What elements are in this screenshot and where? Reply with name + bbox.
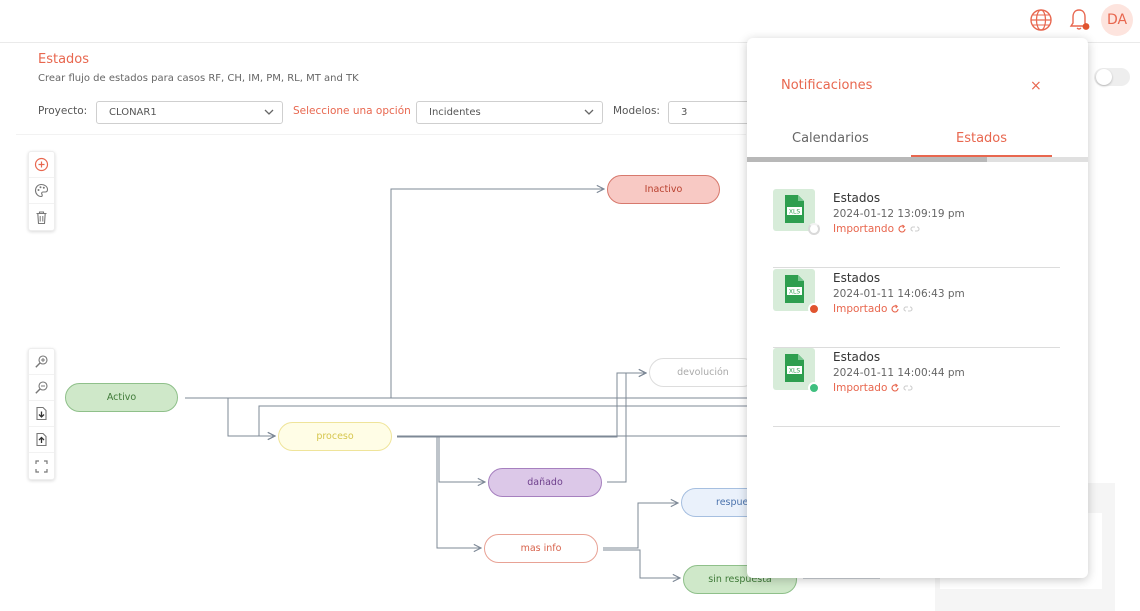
tab-estados[interactable]: Estados — [956, 131, 1008, 146]
zoom-out-button[interactable] — [29, 375, 54, 401]
notification-date: 2024-01-11 14:00:44 pm — [833, 367, 965, 379]
edge-proceso-danado — [397, 436, 485, 482]
state-node-proceso[interactable]: proceso — [278, 422, 392, 451]
chevron-down-icon — [584, 109, 594, 115]
tabs-scrollbar[interactable] — [747, 157, 1088, 162]
notification-date: 2024-01-12 13:09:19 pm — [833, 208, 965, 220]
zoom-out-icon — [35, 381, 48, 394]
add-circle-icon — [34, 157, 49, 172]
refresh-icon[interactable] — [897, 224, 907, 234]
svg-text:XLS: XLS — [789, 288, 800, 295]
xls-file-icon: XLS — [773, 189, 815, 231]
refresh-icon[interactable] — [890, 304, 900, 314]
svg-text:XLS: XLS — [789, 367, 800, 374]
modelos-input[interactable]: 3 — [668, 101, 753, 124]
active-tab-indicator — [911, 155, 1052, 157]
opcion-value: Incidentes — [429, 107, 481, 118]
svg-text:XLS: XLS — [789, 208, 800, 215]
modelos-value: 3 — [681, 107, 688, 118]
notification-date: 2024-01-11 14:06:43 pm — [833, 288, 965, 300]
notification-name: Estados — [833, 271, 881, 285]
notification-item[interactable]: XLS Estados 2024-01-11 14:06:43 pm Impor… — [773, 269, 1060, 348]
top-bar: DA — [0, 0, 1140, 43]
zoom-in-icon — [35, 355, 48, 368]
notification-name: Estados — [833, 350, 881, 364]
loading-spinner — [808, 223, 820, 235]
view-toggle[interactable] — [1094, 68, 1130, 86]
edge-proceso-devolucion — [397, 373, 646, 438]
opcion-label: Seleccione una opción — [293, 105, 411, 117]
notification-item[interactable]: XLS Estados 2024-01-12 13:09:19 pm Impor… — [773, 189, 1060, 268]
fullscreen-icon — [35, 459, 48, 473]
download-icon — [36, 406, 47, 421]
state-node-inactivo[interactable]: Inactivo — [607, 175, 720, 204]
notification-status: Importado — [833, 303, 913, 315]
success-status-dot — [808, 382, 820, 394]
download-button[interactable] — [29, 401, 54, 427]
edit-toolbox — [28, 151, 55, 231]
page-title: Estados — [38, 52, 90, 67]
palette-button[interactable] — [29, 178, 54, 204]
xls-file-icon: XLS — [773, 348, 815, 390]
upload-icon — [36, 432, 47, 447]
proyecto-label: Proyecto: — [38, 105, 88, 117]
scrollbar-thumb[interactable] — [747, 157, 987, 162]
error-status-dot — [808, 303, 820, 315]
state-node-mas-info[interactable]: mas info — [484, 534, 598, 563]
bell-icon[interactable] — [1066, 7, 1092, 33]
avatar[interactable]: DA — [1101, 4, 1133, 36]
upload-button[interactable] — [29, 427, 54, 453]
edge-masinfo-sinrespuesta — [603, 549, 680, 578]
edge-activo-inactivo — [185, 189, 604, 399]
zoom-in-button[interactable] — [29, 349, 54, 375]
opcion-select[interactable]: Incidentes — [416, 101, 603, 124]
edge-danado-devolucion — [607, 373, 646, 483]
chevron-down-icon — [264, 109, 274, 115]
edge-masinfo-respuesta — [603, 503, 678, 549]
refresh-icon[interactable] — [890, 383, 900, 393]
tab-calendarios[interactable]: Calendarios — [792, 131, 869, 146]
status-text: Importado — [833, 303, 888, 315]
link-icon[interactable] — [910, 224, 920, 234]
state-node-activo[interactable]: Activo — [65, 383, 178, 412]
globe-icon[interactable] — [1028, 7, 1054, 33]
link-icon[interactable] — [903, 304, 913, 314]
notification-item[interactable]: XLS Estados 2024-01-11 14:00:44 pm Impor… — [773, 348, 1060, 427]
state-node-devolucion[interactable]: devolución — [649, 358, 757, 387]
proyecto-value: CLONAR1 — [109, 107, 157, 118]
status-text: Importando — [833, 223, 895, 235]
view-toolbox — [28, 348, 55, 480]
close-icon[interactable]: × — [1030, 78, 1042, 94]
modelos-label: Modelos: — [613, 105, 660, 117]
proyecto-select[interactable]: CLONAR1 — [96, 101, 283, 124]
page-subtitle: Crear flujo de estados para casos RF, CH… — [38, 73, 359, 84]
state-node-danado[interactable]: dañado — [488, 468, 602, 497]
add-state-button[interactable] — [29, 152, 54, 178]
notification-status: Importado — [833, 382, 913, 394]
notifications-title: Notificaciones — [781, 78, 873, 93]
header-divider — [16, 134, 746, 135]
notification-name: Estados — [833, 191, 881, 205]
fullscreen-button[interactable] — [29, 453, 54, 479]
toggle-knob — [1096, 69, 1112, 85]
palette-icon — [34, 183, 49, 198]
notification-status: Importando — [833, 223, 920, 235]
edge-proceso-masinfo — [432, 436, 481, 548]
status-text: Importado — [833, 382, 888, 394]
link-icon[interactable] — [903, 383, 913, 393]
delete-button[interactable] — [29, 204, 54, 230]
notifications-panel: Notificaciones × Calendarios Estados XLS… — [747, 38, 1088, 578]
edge-activo-proceso — [227, 398, 275, 436]
trash-icon — [36, 210, 47, 224]
xls-file-icon: XLS — [773, 269, 815, 311]
